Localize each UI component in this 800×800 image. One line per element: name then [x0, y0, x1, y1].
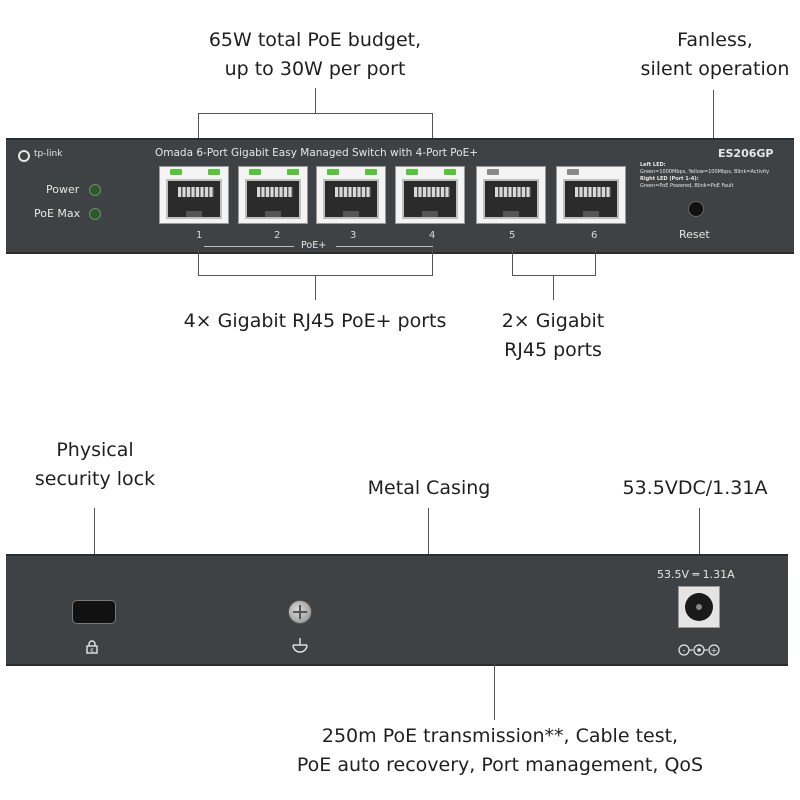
poe-ports-callout: 4× Gigabit RJ45 PoE+ ports [183, 310, 447, 332]
poe-group-line-right [336, 246, 433, 247]
port-number-6: 6 [591, 230, 598, 241]
gig-ports-bracket [512, 275, 596, 276]
port-1-jack [166, 179, 222, 219]
lock-icon: K [86, 639, 98, 654]
gig-ports-line-1: 2× Gigabit [501, 310, 605, 332]
poe-max-led-label: PoE Max [34, 207, 81, 220]
power-connector [699, 508, 700, 592]
casing-connector [428, 508, 429, 554]
port-4-right-led [444, 169, 456, 175]
port-2-right-led [287, 169, 299, 175]
port-number-4: 4 [429, 230, 436, 241]
power-led-label: Power [46, 183, 80, 196]
port-1-left-led [170, 169, 182, 175]
port-5-jack [483, 179, 539, 219]
svg-text:K: K [90, 648, 94, 654]
gig-ports-line-2: RJ45 ports [504, 339, 602, 361]
product-description: Omada 6-Port Gigabit Easy Managed Switch… [155, 147, 479, 159]
port-6-jack [563, 179, 619, 219]
fanless-connector [713, 90, 714, 138]
poe-budget-callout: 65W total PoE budget, up to 30W per port [170, 26, 460, 84]
port-4-left-led [406, 169, 418, 175]
port-number-3: 3 [350, 230, 357, 241]
casing-callout: Metal Casing [367, 477, 491, 499]
led-legend-left-title: Left LED: [640, 162, 666, 168]
ground-screw [288, 600, 312, 624]
front-panel: tp-link Omada 6-Port Gigabit Easy Manage… [6, 138, 794, 254]
led-legend-right-title: Right LED (Port 1-4): [640, 176, 699, 182]
reset-label: Reset [679, 228, 710, 241]
lock-line-1: Physical [56, 439, 134, 461]
poe-budget-line-2: up to 30W per port [224, 58, 406, 80]
model-name: ES206GP [718, 147, 774, 160]
lock-callout: Physical security lock [20, 436, 170, 494]
features-callout: 250m PoE transmission**, Cable test, PoE… [210, 722, 790, 780]
poe-group-label: PoE+ [301, 240, 327, 251]
port-2-jack [245, 179, 301, 219]
power-led [89, 184, 101, 196]
poe-budget-bracket-right [432, 113, 433, 141]
port-2[interactable] [238, 166, 308, 224]
port-4[interactable] [395, 166, 465, 224]
brand-text: tp-link [34, 149, 63, 159]
power-rating-callout: 53.5VDC/1.31A [622, 477, 768, 499]
gig-ports-connector [553, 275, 554, 300]
port-1[interactable] [159, 166, 229, 224]
poe-budget-bracket-left [198, 113, 199, 141]
ground-icon [290, 638, 310, 654]
features-connector [494, 664, 495, 720]
led-legend-right-desc: Green=PoE Powered, Blink=PoE Fault [640, 183, 734, 189]
fanless-line-1: Fanless, [677, 29, 753, 51]
gig-ports-callout: 2× Gigabit RJ45 ports [480, 307, 626, 365]
port-number-2: 2 [274, 230, 281, 241]
security-lock-slot[interactable] [72, 600, 116, 624]
svg-text:+: + [711, 646, 718, 655]
port-3-right-led [365, 169, 377, 175]
gig-ports-bracket-left [512, 250, 513, 275]
back-panel: K 53.5V ═ 1.31A - + [6, 554, 788, 666]
reset-button[interactable] [688, 201, 704, 217]
power-jack[interactable] [678, 586, 720, 628]
port-5-left-led [487, 169, 499, 175]
gig-ports-bracket-right [595, 250, 596, 275]
port-6[interactable] [556, 166, 626, 224]
port-number-1: 1 [196, 230, 203, 241]
power-input-label: 53.5V ═ 1.31A [657, 568, 735, 581]
port-5[interactable] [476, 166, 546, 224]
port-number-5: 5 [509, 230, 516, 241]
poe-budget-connector [315, 88, 316, 113]
port-3-left-led [327, 169, 339, 175]
port-3[interactable] [316, 166, 386, 224]
svg-text:-: - [683, 646, 686, 655]
features-line-1: 250m PoE transmission**, Cable test, [321, 725, 679, 747]
port-4-jack [402, 179, 458, 219]
port-2-left-led [249, 169, 261, 175]
tp-link-logo-icon [18, 150, 30, 162]
features-line-2: PoE auto recovery, Port management, QoS [296, 754, 704, 776]
poe-group-line-left [204, 246, 294, 247]
port-6-left-led [567, 169, 579, 175]
port-3-jack [323, 179, 379, 219]
polarity-icon: - + [676, 642, 722, 656]
port-1-right-led [208, 169, 220, 175]
led-legend-left-desc: Green=1000Mbps, Yellow=100Mbps, Blink=Ac… [640, 169, 770, 175]
fanless-callout: Fanless, silent operation [640, 26, 790, 84]
poe-budget-line-1: 65W total PoE budget, [208, 29, 422, 51]
poe-ports-bracket-right [432, 250, 433, 275]
fanless-line-2: silent operation [640, 58, 790, 80]
poe-budget-bracket [198, 113, 433, 114]
lock-line-2: security lock [34, 468, 156, 490]
poe-ports-connector [315, 275, 316, 300]
poe-max-led [89, 208, 101, 220]
poe-ports-bracket-left [198, 250, 199, 275]
tp-link-logo: tp-link [18, 148, 66, 164]
lock-connector [94, 508, 95, 598]
